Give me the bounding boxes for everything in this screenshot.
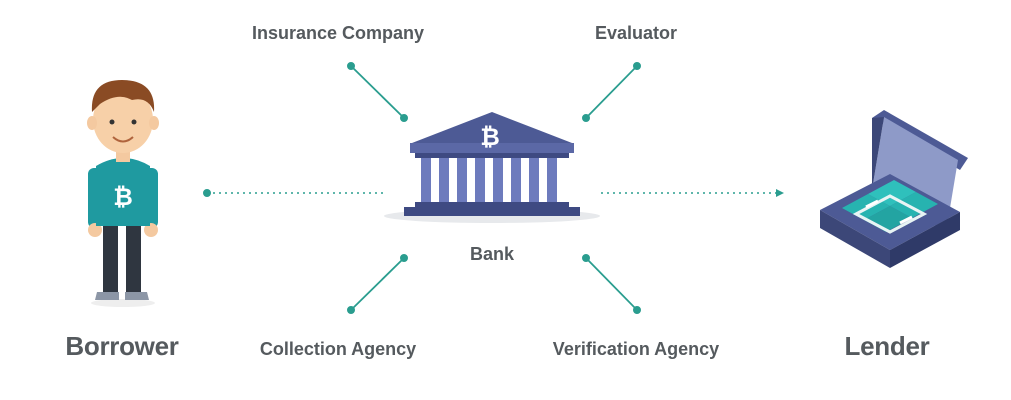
connector-evaluator bbox=[582, 62, 641, 122]
bank-label: Bank bbox=[469, 244, 515, 264]
bitcoin-bank-icon: ₿ bbox=[384, 112, 600, 223]
connector-verification bbox=[582, 254, 641, 314]
money-case-icon bbox=[820, 110, 968, 268]
shirt-bitcoin-icon: ₿ bbox=[113, 183, 133, 211]
connector-insurance bbox=[347, 62, 408, 122]
borrower-label: Borrower bbox=[65, 331, 179, 361]
bank-bitcoin-icon: ₿ bbox=[480, 123, 500, 151]
evaluator-label: Evaluator bbox=[594, 23, 678, 43]
insurance-company-label: Insurance Company bbox=[251, 23, 425, 43]
collection-agency-label: Collection Agency bbox=[259, 339, 417, 359]
connector-collection bbox=[347, 254, 408, 314]
verification-agency-label: Verification Agency bbox=[552, 339, 720, 359]
connector-bank-lender bbox=[601, 189, 784, 197]
connectors bbox=[203, 62, 784, 314]
person-icon: ₿ bbox=[87, 80, 159, 307]
connector-borrower-bank bbox=[203, 189, 383, 197]
money-stacks bbox=[842, 180, 938, 234]
lender-label: Lender bbox=[844, 331, 930, 361]
